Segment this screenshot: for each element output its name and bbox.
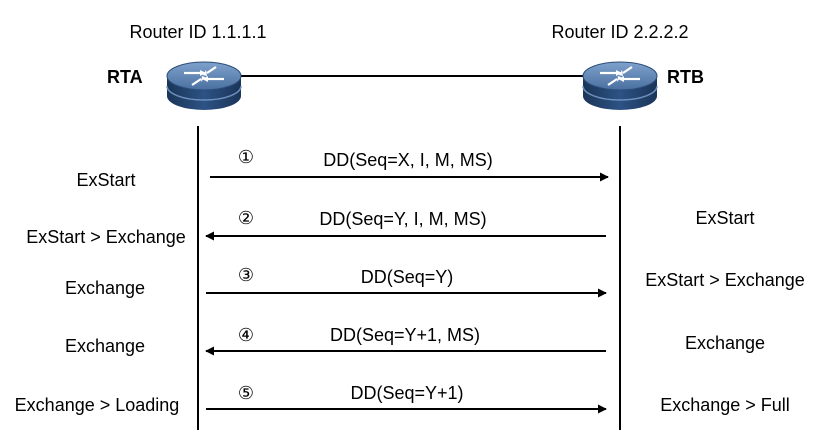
message-label: DD(Seq=Y+1, MS)	[329, 325, 481, 345]
router-icon	[166, 61, 242, 110]
left-state: ExStart	[76, 170, 136, 190]
router-name: RTB	[667, 67, 704, 87]
left-state: Exchange > Loading	[14, 395, 180, 415]
left-state: ExStart > Exchange	[26, 227, 186, 247]
router-icon	[582, 61, 658, 110]
step-number: ⑤	[237, 383, 255, 403]
step-number: ③	[237, 265, 255, 285]
left-state: Exchange	[64, 336, 146, 356]
left-state: Exchange	[64, 278, 146, 298]
router-name: RTA	[107, 67, 143, 87]
message-label: DD(Seq=X, I, M, MS)	[323, 150, 493, 170]
message-label: DD(Seq=Y)	[360, 267, 454, 287]
step-number: ②	[237, 208, 255, 228]
right-state: ExStart > Exchange	[645, 270, 805, 290]
router-id-label: Router ID 1.1.1.1	[129, 22, 267, 42]
right-state: ExStart	[695, 208, 755, 228]
right-state: Exchange	[684, 333, 766, 353]
step-number: ①	[237, 147, 255, 167]
message-label: DD(Seq=Y+1)	[350, 383, 464, 403]
message-label: DD(Seq=Y, I, M, MS)	[319, 209, 487, 229]
right-state: Exchange > Full	[660, 395, 790, 415]
router-id-label: Router ID 2.2.2.2	[551, 22, 689, 42]
step-number: ④	[237, 325, 255, 345]
